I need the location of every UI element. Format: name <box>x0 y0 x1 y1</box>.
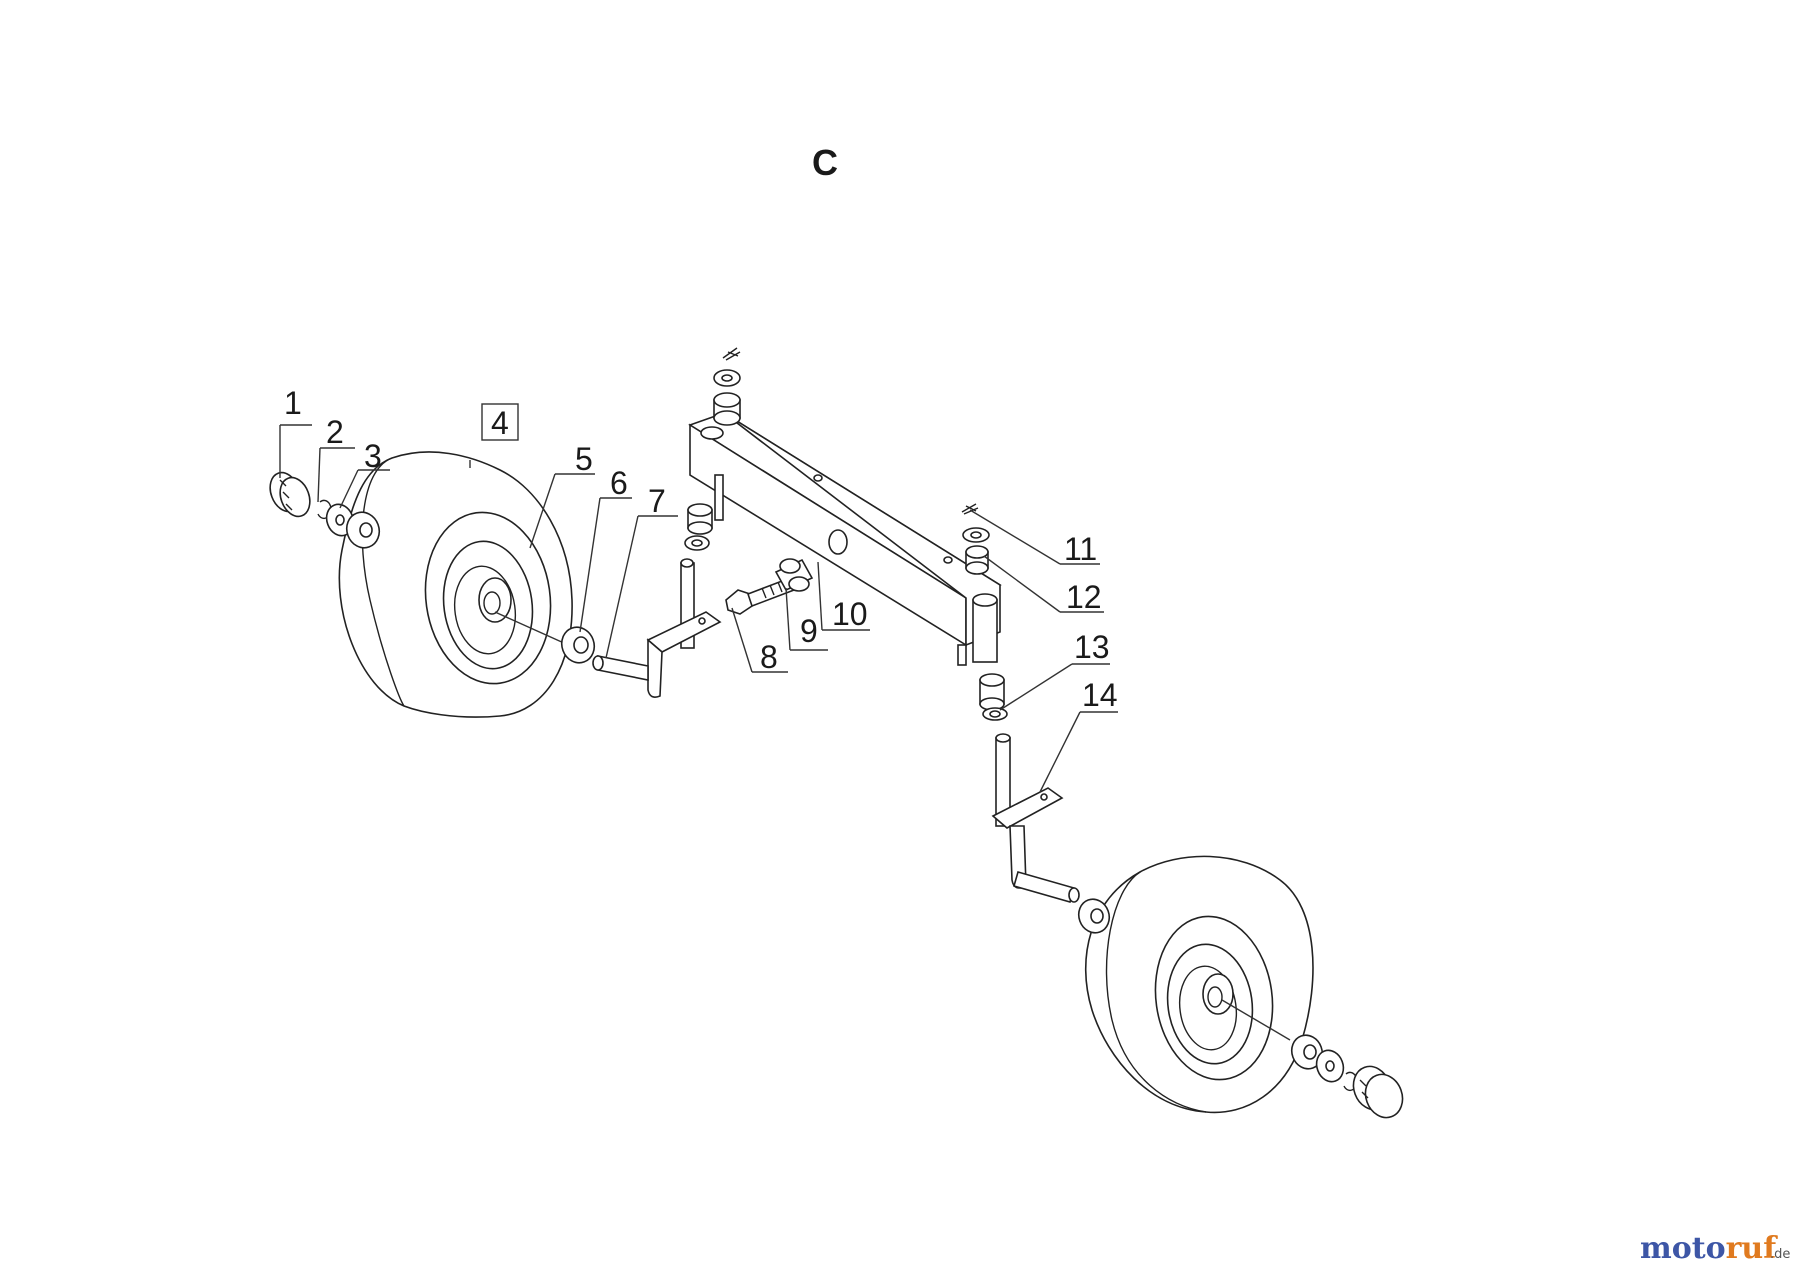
right-inner-bearing <box>1077 898 1111 934</box>
watermark-brand-accent: ruf <box>1726 1231 1779 1266</box>
callout-5: 5 <box>575 441 593 477</box>
right-spindle <box>991 733 1080 903</box>
callout-labels: 1 2 3 4 5 6 7 8 9 10 11 12 13 14 <box>284 385 1118 713</box>
left-lower-washer <box>684 535 710 551</box>
callout-11: 11 <box>1064 531 1097 567</box>
left-rim <box>442 540 576 670</box>
watermark-suffix: .de <box>1770 1247 1790 1262</box>
callout-2: 2 <box>326 414 344 450</box>
right-upper-bushing <box>965 545 989 575</box>
right-pivot-sleeve <box>972 593 998 663</box>
right-cotter-pin <box>961 503 979 515</box>
callout-leaders <box>279 424 1118 793</box>
callout-4-box <box>481 403 519 441</box>
right-lower-bushing <box>979 673 1005 711</box>
left-lower-bushing <box>687 503 713 535</box>
left-inner-bearing <box>560 626 596 664</box>
right-lower-washer <box>982 707 1008 721</box>
callout-4: 4 <box>491 405 509 441</box>
callout-3: 3 <box>364 438 382 474</box>
left-spindle <box>592 558 722 698</box>
callout-6: 6 <box>610 465 628 501</box>
watermark-brand-main: moto <box>1640 1231 1726 1266</box>
right-hub-cap <box>1352 1065 1404 1119</box>
callout-8: 8 <box>760 639 778 675</box>
callout-10: 10 <box>832 596 868 632</box>
section-label: C <box>812 142 838 183</box>
right-upper-washer <box>962 527 990 543</box>
right-rim <box>1166 943 1291 1065</box>
left-cotter-pin <box>722 347 741 361</box>
right-outer-washer <box>1315 1049 1345 1083</box>
callout-7: 7 <box>648 483 666 519</box>
callout-12: 12 <box>1066 579 1102 615</box>
callout-13: 13 <box>1074 629 1110 665</box>
svg-text:motoruf: motoruf <box>1640 1231 1778 1266</box>
watermark-logo: motoruf .de <box>1640 1231 1790 1266</box>
callout-1: 1 <box>284 385 302 421</box>
right-outer-bearing <box>1290 1034 1324 1070</box>
center-spacer <box>774 558 814 592</box>
left-upper-washer <box>713 369 741 387</box>
left-upper-bushing <box>713 392 741 426</box>
left-hub-cap <box>269 471 311 518</box>
callout-9: 9 <box>800 613 818 649</box>
callout-14: 14 <box>1082 677 1118 713</box>
left-outer-bearing <box>345 511 381 549</box>
